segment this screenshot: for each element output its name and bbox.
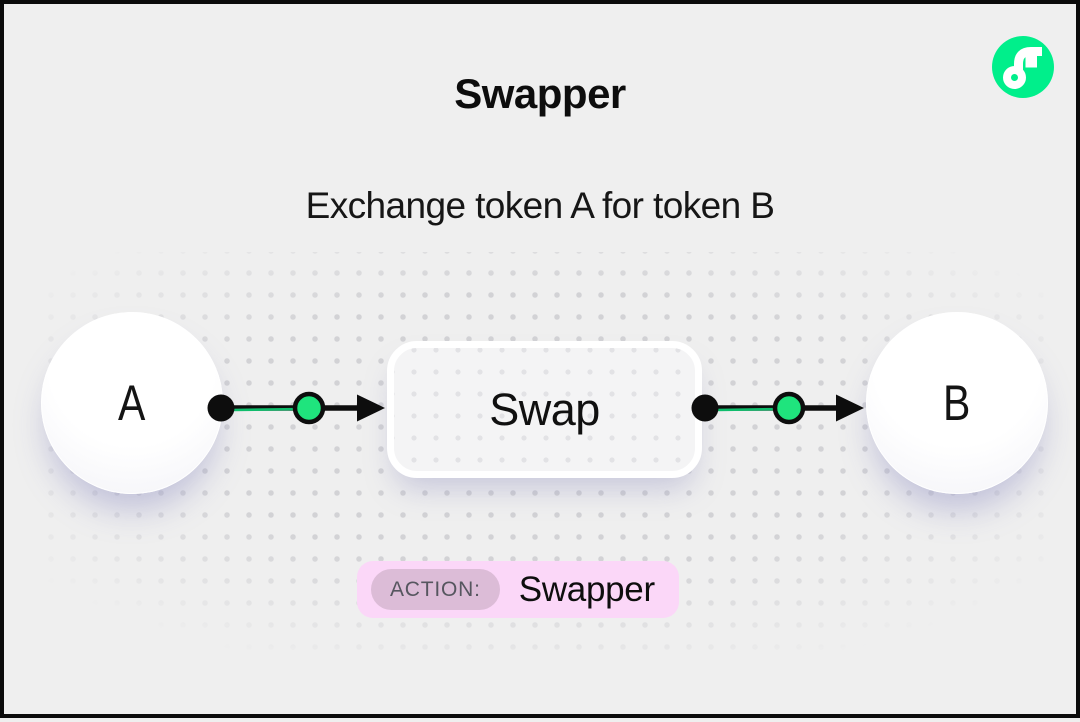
action-label: ACTION: — [390, 577, 481, 601]
node-token-a-label: A — [118, 375, 146, 431]
action-badge: ACTION: Swapper — [357, 561, 679, 618]
page-subtitle: Exchange token A for token B — [305, 185, 775, 226]
flow-logo-icon — [992, 36, 1054, 98]
node-token-a[interactable]: A — [41, 312, 223, 494]
node-token-b[interactable]: B — [866, 312, 1048, 494]
action-label-pill: ACTION: — [371, 569, 500, 610]
node-swap-label: Swap — [489, 383, 600, 435]
page-title: Swapper — [454, 70, 626, 117]
node-token-b-label: B — [943, 375, 971, 431]
action-value: Swapper — [518, 569, 655, 609]
node-swap-box[interactable]: Swap — [387, 341, 702, 478]
